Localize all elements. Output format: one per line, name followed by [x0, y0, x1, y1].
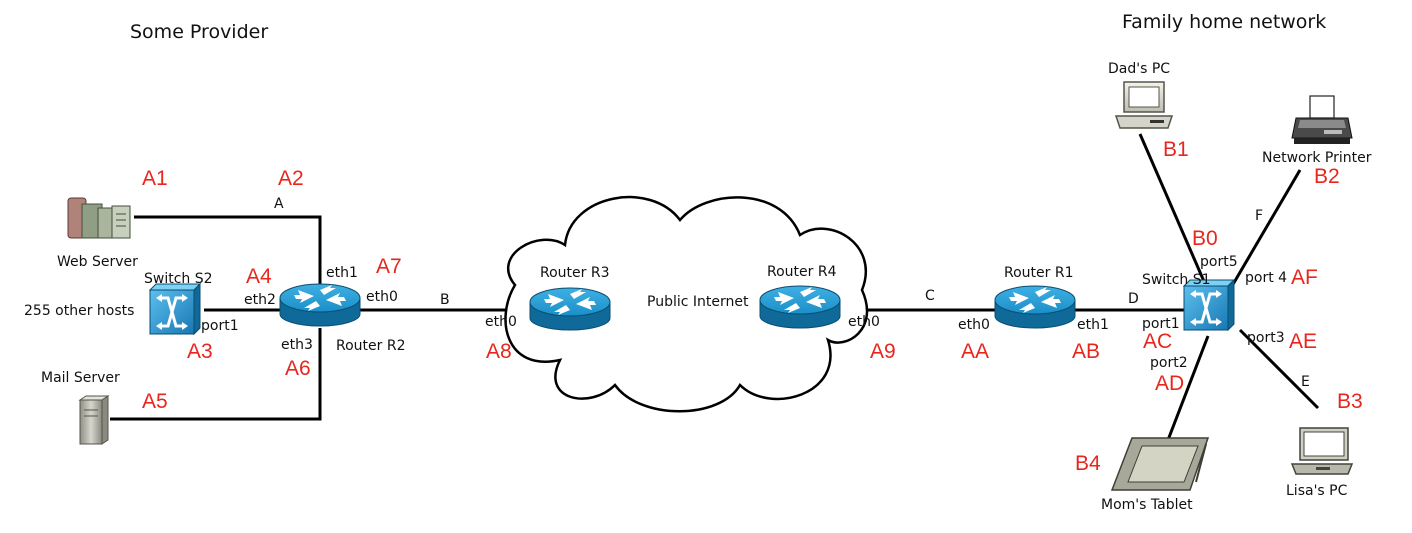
address-b0: B0 [1192, 227, 1218, 250]
address-aa: AA [961, 340, 989, 363]
address-b1: B1 [1163, 138, 1189, 161]
r2-eth3-label: eth3 [281, 337, 313, 353]
lisas-pc-icon [1290, 427, 1354, 475]
tablet-wire [1166, 335, 1210, 441]
switch-s2-label: Switch S2 [144, 271, 213, 287]
wires [110, 133, 1320, 441]
router-r3-label: Router R3 [540, 265, 609, 281]
r4-eth0-label: eth0 [848, 314, 880, 330]
link-e-wire [1238, 328, 1320, 410]
router-r4-icon [759, 285, 841, 329]
s1-port2-label: port2 [1150, 355, 1188, 371]
dads-pc-wire [1138, 133, 1208, 287]
moms-tablet-label: Mom's Tablet [1101, 497, 1193, 513]
switch-s2-icon [148, 282, 202, 336]
switch-s1-label: Switch S1 [1142, 272, 1211, 288]
s1-port1-label: port1 [1142, 316, 1180, 332]
r3-eth0-label: eth0 [485, 314, 517, 330]
home-title: Family home network [1122, 11, 1326, 33]
r1-eth0-label: eth0 [958, 317, 990, 333]
public-internet-label: Public Internet [647, 294, 749, 310]
router-r1-icon [994, 285, 1076, 329]
link-a-label: A [274, 196, 284, 212]
address-ab: AB [1072, 340, 1100, 363]
router-r2-icon [279, 283, 361, 327]
address-a3: A3 [187, 340, 213, 363]
address-a6: A6 [285, 357, 311, 380]
r1-eth1-label: eth1 [1077, 317, 1109, 333]
address-a9: A9 [870, 340, 896, 363]
network-printer-label: Network Printer [1262, 150, 1372, 166]
router-r3-icon [529, 287, 611, 331]
mail-wire [110, 328, 322, 421]
r2-eth1-label: eth1 [326, 265, 358, 281]
mail-server-icon [78, 395, 110, 445]
internet-cloud [504, 196, 869, 413]
link-f-wire [1230, 169, 1302, 287]
address-labels: A1 A2 A3 A4 A5 A6 A7 A8 A9 AA AB AC AD A… [142, 138, 1363, 475]
address-a1: A1 [142, 167, 168, 190]
s1-port5-label: port5 [1200, 254, 1238, 270]
link-c-label: C [925, 288, 935, 304]
address-a7: A7 [376, 255, 402, 278]
router-r1-label: Router R1 [1004, 265, 1073, 281]
link-f-label: F [1255, 208, 1263, 224]
address-b3: B3 [1337, 390, 1363, 413]
link-d-label: D [1128, 291, 1139, 307]
link-e-label: E [1301, 374, 1310, 390]
address-af: AF [1291, 266, 1318, 289]
r2-eth2-label: eth2 [244, 292, 276, 308]
address-ad: AD [1155, 372, 1184, 395]
s1-port4-label: port 4 [1245, 270, 1287, 286]
address-ae: AE [1289, 330, 1317, 353]
moms-tablet-icon [1110, 437, 1210, 491]
provider-title: Some Provider [130, 21, 268, 43]
other-hosts-label: 255 other hosts [24, 303, 134, 319]
address-b2: B2 [1314, 165, 1340, 188]
link-a-wire [134, 215, 322, 288]
dads-pc-label: Dad's PC [1108, 61, 1170, 77]
dads-pc-icon [1114, 81, 1174, 129]
router-r2-label: Router R2 [336, 338, 405, 354]
s2-port1-label: port1 [201, 318, 239, 334]
web-server-label: Web Server [57, 254, 138, 270]
address-a8: A8 [486, 340, 512, 363]
address-a5: A5 [142, 390, 168, 413]
address-ac: AC [1143, 330, 1172, 353]
link-b-label: B [440, 292, 450, 308]
address-a2: A2 [278, 167, 304, 190]
s1-port3-label: port3 [1247, 330, 1285, 346]
router-r4-label: Router R4 [767, 264, 837, 280]
mail-server-label: Mail Server [41, 370, 120, 386]
web-server-icon [67, 197, 131, 239]
lisas-pc-label: Lisa's PC [1286, 483, 1348, 499]
address-b4: B4 [1075, 452, 1101, 475]
r2-eth0-label: eth0 [366, 289, 398, 305]
address-a4: A4 [246, 265, 272, 288]
network-printer-icon [1291, 95, 1353, 144]
